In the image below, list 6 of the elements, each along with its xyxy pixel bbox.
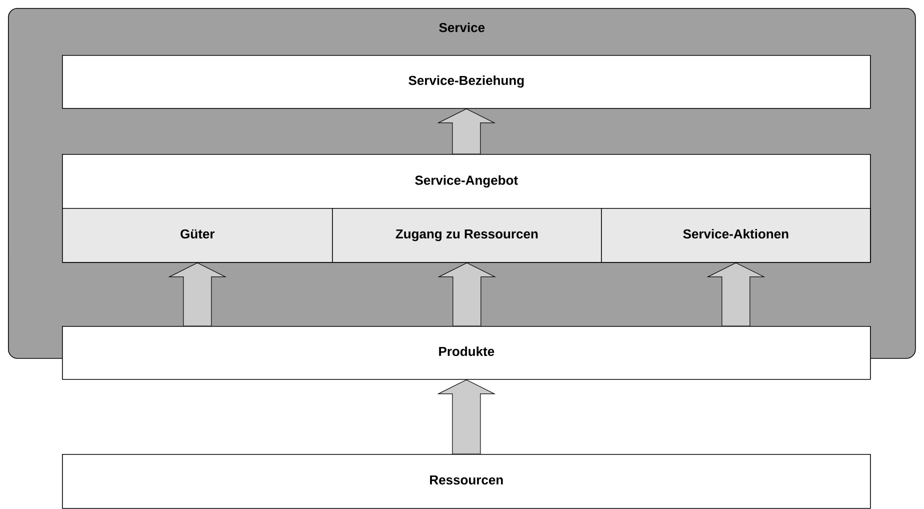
category-cell: Güter [62,208,333,263]
layer-box: Ressourcen [62,454,871,509]
category-cell: Zugang zu Ressourcen [332,208,602,263]
layer-box: Produkte [62,326,871,380]
category-cell: Service-Aktionen [601,208,871,263]
layer-box: Service-Beziehung [62,55,871,109]
